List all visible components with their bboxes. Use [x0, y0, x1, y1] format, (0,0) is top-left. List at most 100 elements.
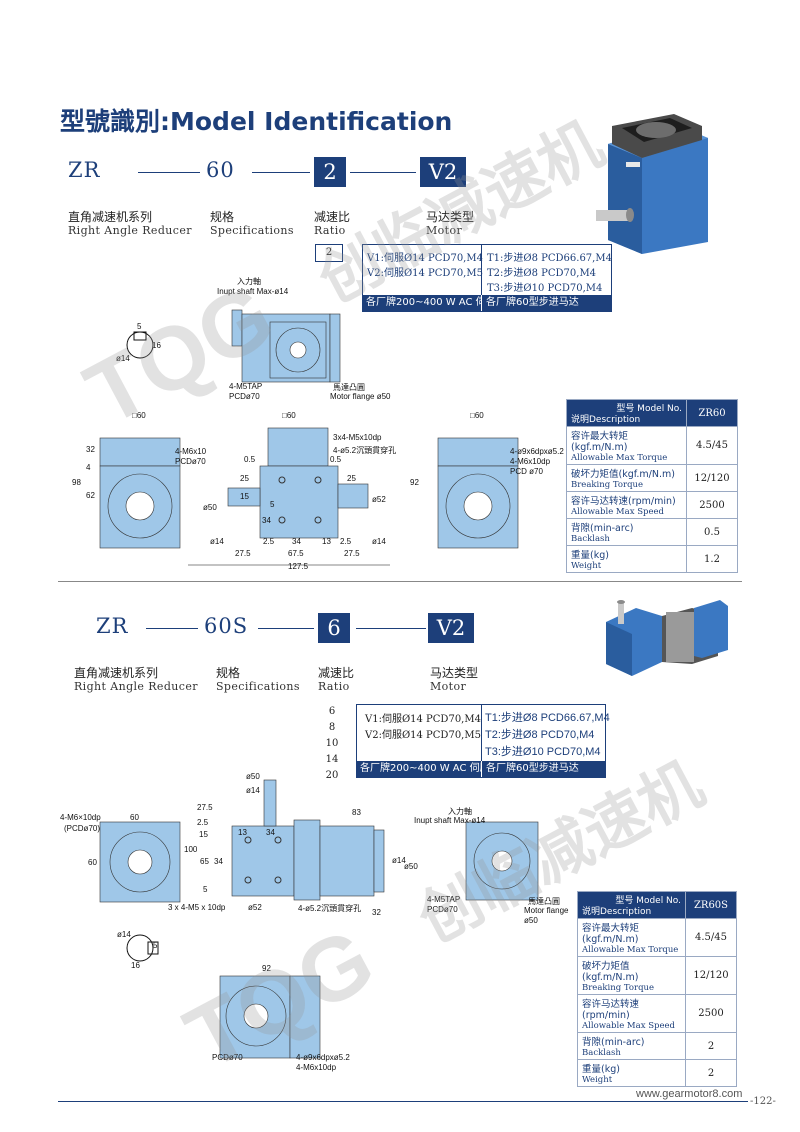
dim-label: PCDø70 — [175, 457, 206, 466]
series-label-cn: 直角减速机系列 — [74, 666, 159, 680]
dim-label: 4-ø9x6dpxø5.2 — [510, 447, 564, 456]
dim-label: 83 — [352, 808, 361, 817]
dim-label: Inupt shaft Max-ø14 — [414, 816, 486, 825]
spec-label-cn: 规格 — [210, 210, 235, 224]
spec-table-zr60: 型号 Model No. 说明Description ZR60 容许最大转矩(k… — [566, 399, 738, 573]
dim-label: 67.5 — [288, 549, 304, 558]
dim-label: ø14 — [116, 354, 130, 363]
table-cell-value: 0.5 — [686, 518, 738, 546]
ratio-label-cn: 减速比 — [318, 666, 355, 680]
dim-label: 15 — [199, 830, 208, 839]
code-connector — [138, 172, 200, 173]
dim-label: PCDø70 — [427, 905, 458, 914]
dim-label: 34 — [292, 537, 301, 546]
dim-label: ø52 — [248, 903, 262, 912]
ratio-option: 10 — [325, 738, 339, 749]
table-row: 容许最大转矩(kgf.m/N.m)Allowable Max Torque — [566, 426, 687, 465]
table-cell-value: 2 — [685, 1059, 737, 1087]
code-connector — [146, 628, 198, 629]
dim-label: ø52 — [372, 495, 386, 504]
dim-label: 4-ø9x6dpxø5.2 — [296, 1053, 350, 1062]
dim-label: ø14 — [210, 537, 224, 546]
dim-label: 60 — [88, 858, 97, 867]
dim-label: 5 — [203, 885, 208, 894]
bottom-view — [219, 975, 321, 1059]
servo-option: V1:伺服Ø14 PCD70,M4 — [367, 253, 483, 264]
dim-label: 0.5 — [244, 455, 256, 464]
dim-label: 入力軸 — [237, 277, 261, 286]
table-header-desc: 型号 Model No. 说明Description — [566, 399, 687, 427]
table-cell-value: 4.5/45 — [686, 426, 738, 465]
spec-label-en: Specifications — [210, 224, 294, 237]
dim-label: ø50 — [524, 916, 538, 925]
page-title: 型號識別:Model Identification — [60, 107, 453, 136]
code-spec: 60 — [206, 158, 235, 182]
series-label-cn: 直角减速机系列 — [68, 210, 153, 224]
technical-drawing-zr60 — [99, 309, 519, 566]
dim-label: 15 — [240, 492, 249, 501]
code-prefix: ZR — [96, 614, 129, 638]
dim-label: 4-ø5.2沉頭貫穿孔 — [298, 904, 362, 913]
dim-label: 3x4-M5x10dp — [333, 433, 382, 442]
code-ratio: 2 — [314, 157, 346, 187]
series-label-en: Right Angle Reducer — [68, 224, 192, 237]
section-divider — [58, 581, 742, 582]
servo-bar: 各厂牌200~400 W AC 伺服 — [357, 761, 490, 777]
ratio-option: 2 — [325, 247, 333, 258]
dim-label: 馬達凸圓 — [333, 383, 365, 392]
product-image-zr60 — [596, 114, 708, 254]
dim-label: 98 — [72, 478, 81, 487]
dim-label: ø14 — [117, 930, 131, 939]
table-row: 破坏力矩值(kgf.m/N.m)Breaking Torque — [577, 956, 686, 995]
dim-label: □60 — [282, 411, 296, 420]
stepper-option: T1:步进Ø8 PCD66.67,M4 — [487, 253, 612, 264]
dim-label: ø50 — [246, 772, 260, 781]
table-model-name: ZR60S — [685, 891, 737, 919]
dim-label: 27.5 — [344, 549, 360, 558]
table-cell-value: 4.5/45 — [685, 918, 737, 957]
dim-label: 4-M6×10dp — [60, 813, 101, 822]
table-row: 容许最大转矩(kgf.m/N.m)Allowable Max Torque — [577, 918, 686, 957]
servo-bar: 各厂牌200~400 W AC 伺服 — [363, 295, 496, 311]
ratio-option: 20 — [325, 770, 339, 781]
dim-label: 0.5 — [330, 455, 342, 464]
dim-label: 16 — [131, 961, 140, 970]
ratio-options-box: 2 — [315, 244, 343, 262]
ratio-option: 14 — [325, 754, 339, 765]
motor-options-box: V1:伺服Ø14 PCD70,M4 V2:伺服Ø14 PCD70,M5 T1:步… — [356, 704, 610, 778]
dim-label: 27.5 — [197, 803, 213, 812]
spec-label-en: Specifications — [216, 680, 300, 693]
table-cell-value: 1.2 — [686, 545, 738, 573]
dim-label: 4-M5TAP — [427, 895, 461, 904]
dim-label: 4-M5TAP — [229, 382, 263, 391]
table-row: 重量(kg)Weight — [566, 545, 687, 573]
dim-label: ø14 — [392, 856, 406, 865]
dim-label: ø14 — [246, 786, 260, 795]
front-view — [99, 821, 181, 903]
top-view — [231, 309, 341, 383]
ratio-label-en: Ratio — [318, 680, 350, 693]
motor-label-en: Motor — [426, 224, 463, 237]
dim-label: Inupt shaft Max-ø14 — [217, 287, 289, 296]
footer-url: www.gearmotor8.com — [636, 1088, 743, 1100]
dim-label: PCDø70 — [229, 392, 260, 401]
table-header-description: 说明Description — [571, 415, 641, 425]
dim-label: PCDø70 — [212, 1053, 243, 1062]
dim-label: 25 — [240, 474, 249, 483]
ratio-label-cn: 减速比 — [314, 210, 351, 224]
code-connector — [350, 172, 416, 173]
shaft-key-detail — [126, 331, 154, 359]
dim-label: 2.5 — [197, 818, 209, 827]
dim-label: ø50 — [203, 503, 217, 512]
table-model-name: ZR60 — [686, 399, 738, 427]
stepper-option: T3:步进Ø10 PCD70,M4 — [485, 746, 601, 758]
dim-label: ø50 — [404, 862, 418, 871]
series-label-en: Right Angle Reducer — [74, 680, 198, 693]
page-number: -122- — [748, 1096, 778, 1107]
table-cell-value: 2 — [685, 1032, 737, 1060]
stepper-option: T2:步进Ø8 PCD70,M4 — [485, 729, 595, 741]
spec-label-cn: 规格 — [216, 666, 241, 680]
table-header-desc: 型号 Model No. 说明Description — [577, 891, 686, 919]
side-view — [231, 779, 385, 901]
dim-label: 4 — [86, 463, 91, 472]
